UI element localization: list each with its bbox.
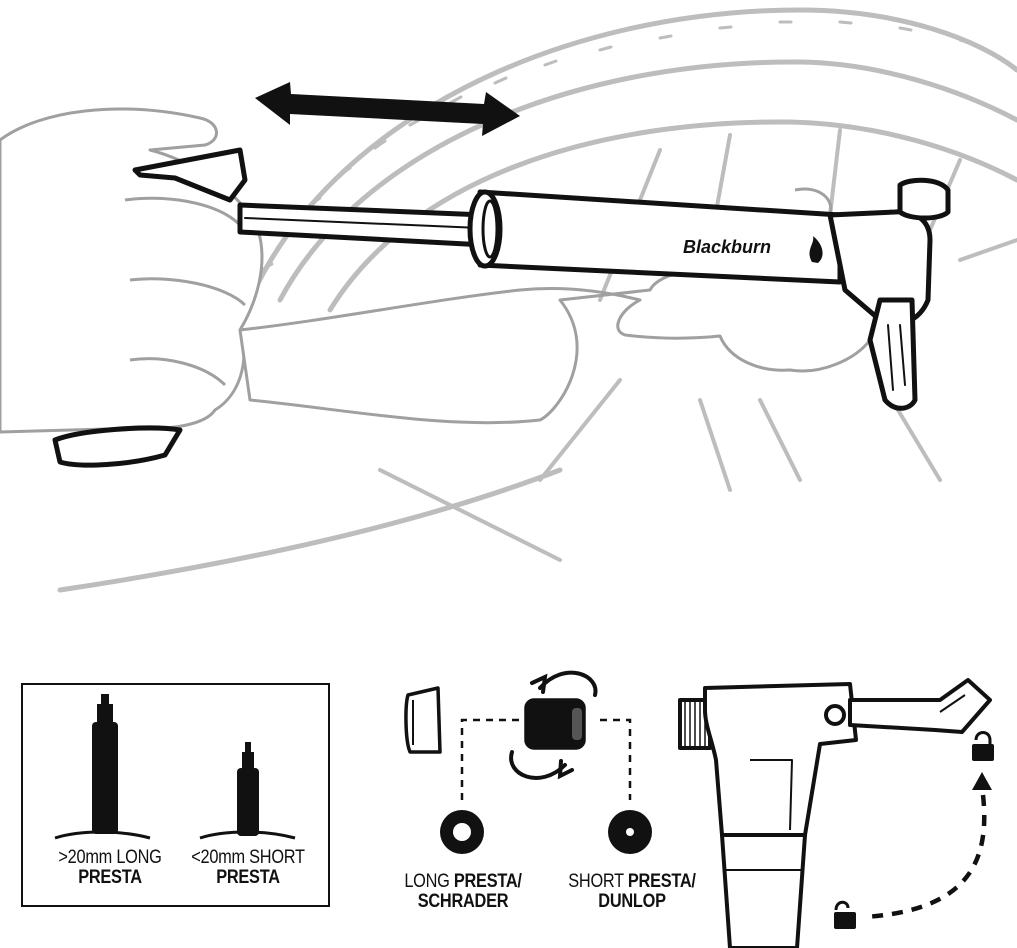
left-hand — [0, 107, 264, 434]
dashed-connectors — [460, 718, 632, 800]
long-presta-size: >20mm LONG — [58, 847, 162, 868]
unlock-icon — [834, 900, 856, 929]
rim-lower — [57, 467, 563, 593]
tire-inner — [277, 59, 1017, 303]
short-presta-label: <20mm SHORT PRESTA — [188, 848, 308, 888]
mini-pump — [52, 147, 951, 468]
pump-head-detail — [678, 678, 992, 948]
short-option-type2: DUNLOP — [598, 890, 666, 912]
short-presta-valve — [199, 742, 296, 840]
head-barrel — [720, 833, 807, 948]
long-option-type2: SCHRADER — [417, 890, 509, 912]
valve-comparison-box — [21, 683, 330, 907]
pump-rod — [237, 202, 488, 248]
pump-barrel — [477, 189, 843, 285]
lever-arm — [848, 678, 992, 734]
short-option-type: PRESTA/ — [627, 871, 696, 892]
brand-logo: Blackburn — [683, 237, 771, 257]
short-presta-type: PRESTA — [216, 866, 280, 888]
pump-handle — [132, 147, 248, 203]
brand-flame-icon — [809, 236, 823, 263]
short-option-prefix: SHORT — [568, 871, 628, 892]
long-presta-schrader-label: LONG PRESTA/ SCHRADER — [399, 872, 528, 912]
tire-outer — [247, 7, 1017, 303]
valve-openings — [440, 810, 652, 854]
lock-path-dashed-arrow — [864, 794, 987, 920]
long-presta-label: >20mm LONG PRESTA — [50, 848, 170, 888]
double-arrow-icon — [255, 82, 520, 136]
up-arrow-icon — [972, 772, 992, 790]
pump-lever — [867, 297, 918, 411]
long-presta-valve — [54, 694, 151, 840]
long-option-prefix: LONG — [404, 871, 454, 892]
long-option-type: PRESTA/ — [453, 871, 522, 892]
pump-handle-bottom — [52, 425, 183, 468]
pump-head-cap — [897, 177, 951, 221]
adapter-insert — [404, 686, 442, 754]
adapter-parts — [404, 686, 586, 754]
lock-icon — [972, 731, 994, 761]
short-presta-size: <20mm SHORT — [191, 847, 305, 868]
rubber-gasket — [524, 698, 586, 750]
short-presta-dunlop-label: SHORT PRESTA/ DUNLOP — [563, 872, 701, 912]
rotate-arrow-icon — [509, 670, 598, 780]
long-presta-type: PRESTA — [78, 866, 142, 888]
